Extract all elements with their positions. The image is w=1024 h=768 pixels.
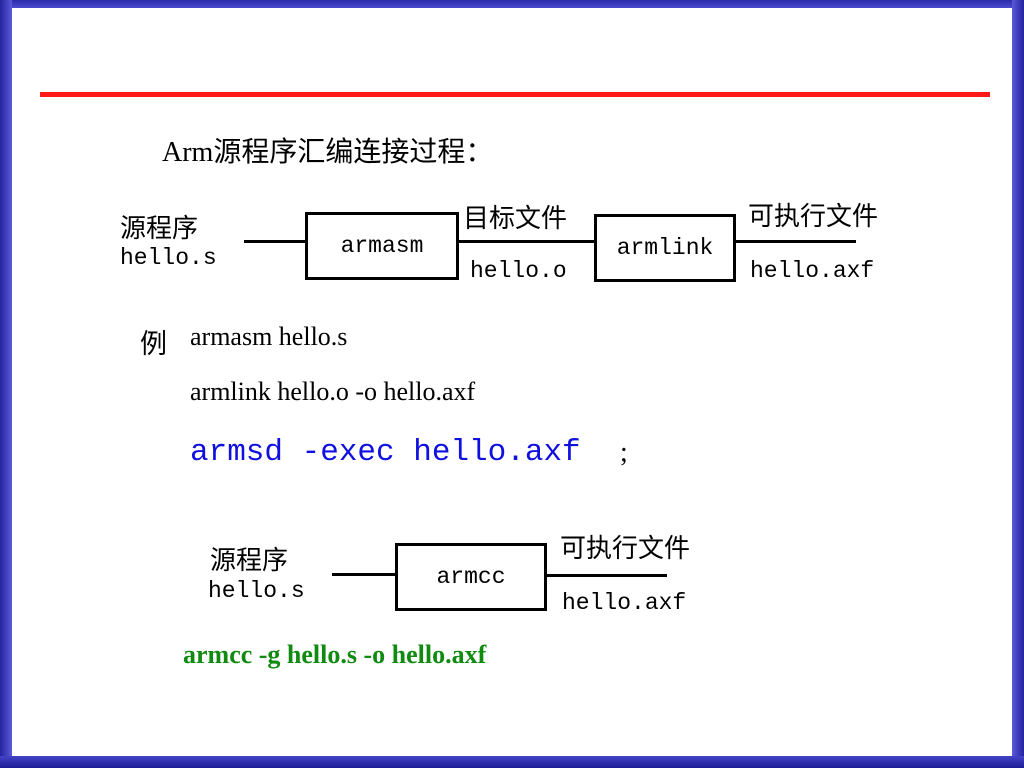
d2-exec-file: hello.axf [562,590,687,616]
title-rule [40,92,990,97]
d1-armasm-box: armasm [305,212,459,280]
d1-arrow-source [244,240,306,243]
d1-source-file: hello.s [120,245,217,271]
d2-source-file: hello.s [208,578,305,604]
command-armcc: armcc -g hello.s -o hello.axf [183,640,487,669]
d2-arrow-source [332,573,396,576]
slide-frame-right [1012,0,1024,768]
d2-armcc-box: armcc [395,543,547,611]
d1-source-label: 源程序 [120,214,199,244]
d1-object-label: 目标文件 [463,204,568,234]
slide-frame-top [0,0,1024,8]
example-label: 例 [140,329,167,360]
d1-arrow-out [736,240,856,243]
d1-arrow-mid [459,240,595,243]
d1-object-file: hello.o [470,258,567,284]
command-armlink: armlink hello.o -o hello.axf [190,377,476,406]
command-armsd-semicolon: ; [620,437,628,468]
d1-armlink-box: armlink [594,214,736,282]
d2-arrow-out [547,574,667,577]
command-armasm: armasm hello.s [190,322,348,351]
d1-exec-label: 可执行文件 [748,202,879,232]
command-armsd: armsd -exec hello.axf [190,435,581,470]
d1-exec-file: hello.axf [750,258,875,284]
slide-frame-left [0,0,12,768]
slide-frame-bottom [0,756,1024,768]
d2-exec-label: 可执行文件 [560,534,691,564]
slide-title: Arm源程序汇编连接过程： [162,137,494,168]
d2-source-label: 源程序 [210,546,289,576]
